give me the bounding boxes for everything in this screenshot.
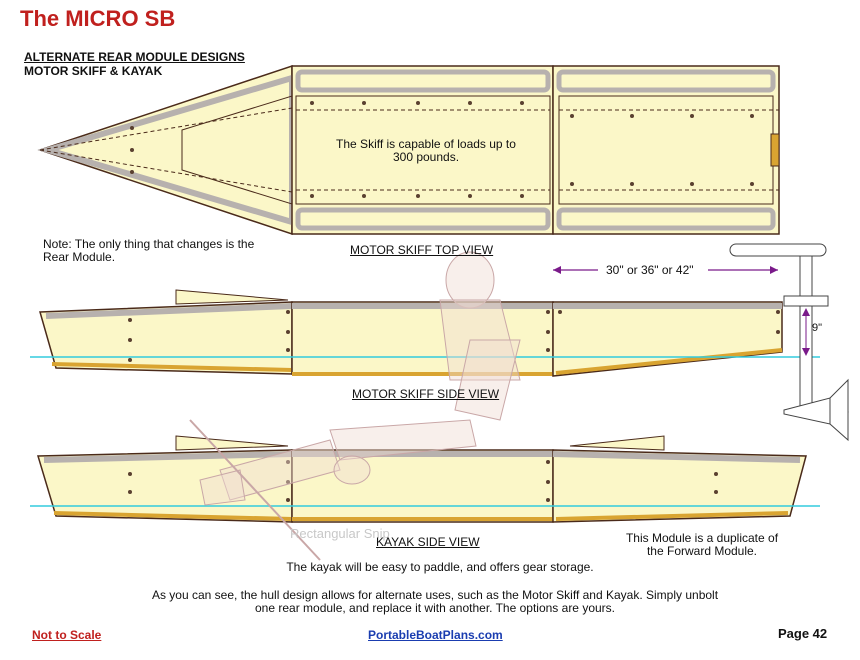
section-heading: ALTERNATE REAR MODULE DESIGNS [24,50,245,64]
page-title: The MICRO SB [20,6,176,31]
skiff-side-label: MOTOR SKIFF SIDE VIEW [352,387,500,401]
watermark-text: Rectangular Snip [290,526,390,541]
top-view-drawing [37,64,780,236]
not-to-scale-label: Not to Scale [32,628,102,642]
kayak-caption: The kayak will be easy to paddle, and of… [286,560,594,574]
motor-height-label: 9" [812,322,823,334]
module-length-label: 30" or 36" or 42" [606,263,694,277]
paddler-figure [189,251,521,561]
top-view-label: MOTOR SKIFF TOP VIEW [350,243,494,257]
module-duplicate-note: This Module is a duplicate of the Forwar… [625,531,779,558]
section-subheading: MOTOR SKIFF & KAYAK [24,64,163,78]
site-link[interactable]: PortableBoatPlans.com [368,628,503,642]
skiff-side-drawing [30,243,849,442]
module-length-dimension [553,266,778,274]
skiff-load-note: The Skiff is capable of loads up to 300 … [336,137,516,164]
page-number: Page 42 [778,626,828,641]
kayak-side-label: KAYAK SIDE VIEW [376,535,480,549]
kayak-side-drawing [30,435,820,523]
rear-module-note: Note: The only thing that changes is the… [43,237,255,264]
body-text: As you can see, the hull design allows f… [151,588,719,615]
